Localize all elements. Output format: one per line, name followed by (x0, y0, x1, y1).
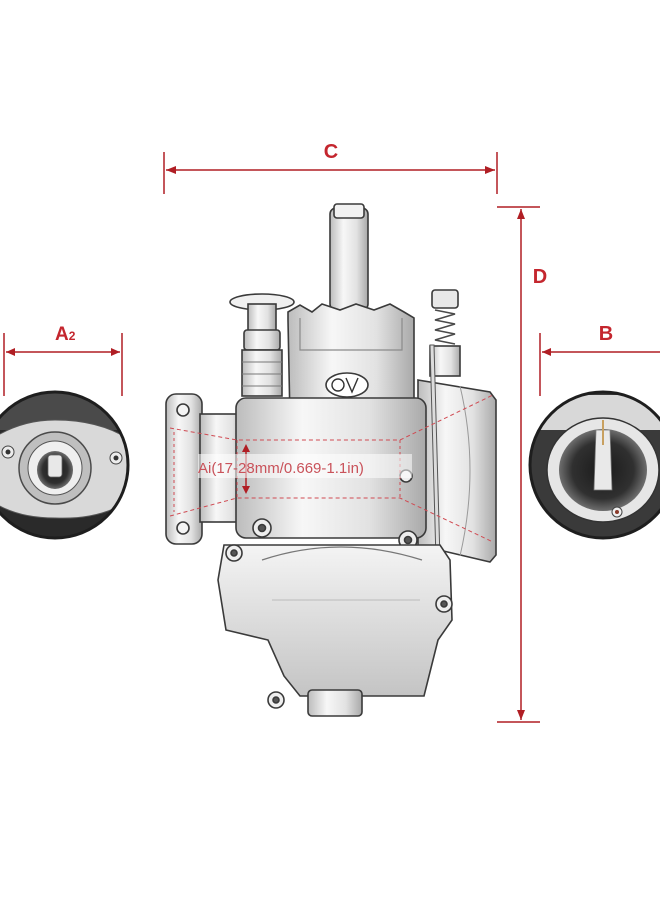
dimension-d: D (497, 206, 547, 723)
dimension-a2-left-arrow (6, 348, 15, 356)
dimension-b: B (539, 323, 660, 396)
inner-diameter-arrow-up (242, 444, 250, 452)
spring-coil (434, 309, 456, 345)
inner-diameter-label: Ai(17-28mm/0.669-1.1in) (198, 460, 364, 477)
dimension-a2-label-main: A (55, 324, 69, 345)
inlet-flange-icon (0, 390, 130, 540)
brand-logo-mark (331, 377, 359, 394)
dimension-a2-right-arrow (111, 348, 120, 356)
top-cap-tube (329, 207, 369, 311)
top-cap-tip (333, 203, 365, 219)
float-bowl (217, 544, 453, 697)
outlet-bell (417, 379, 497, 563)
inner-diameter-bottom-dash (169, 497, 494, 543)
dimension-b-left-arrow (542, 348, 551, 356)
inner-diameter-arrow-down (242, 486, 250, 494)
spring-screw-head (431, 289, 459, 309)
dimension-c-label: C (324, 141, 338, 163)
dimension-c: C (163, 141, 498, 194)
inlet-view-border (0, 390, 130, 540)
dimension-a2-label: A2 (55, 324, 76, 345)
dimension-c-left-arrow (166, 166, 176, 174)
idle-screw-body (241, 349, 283, 397)
dimension-a2-label-sub: 2 (69, 329, 76, 343)
dimension-a2: A2 (3, 324, 123, 396)
dimension-d-label: D (533, 266, 547, 288)
dimension-b-label: B (599, 323, 613, 345)
dimension-d-top-arrow (517, 209, 525, 219)
bowl-bottom-nut (307, 689, 363, 717)
dimension-d-bottom-arrow (517, 710, 525, 720)
outlet-view-border (528, 390, 660, 540)
outlet-bell-icon (528, 390, 660, 540)
dimension-c-right-arrow (485, 166, 495, 174)
inner-diameter-callout: Ai(17-28mm/0.669-1.1in) (169, 394, 494, 543)
carburetor-body (165, 203, 497, 717)
choke-lever-shaft (247, 303, 277, 335)
inner-diameter-top-dash (169, 394, 494, 441)
